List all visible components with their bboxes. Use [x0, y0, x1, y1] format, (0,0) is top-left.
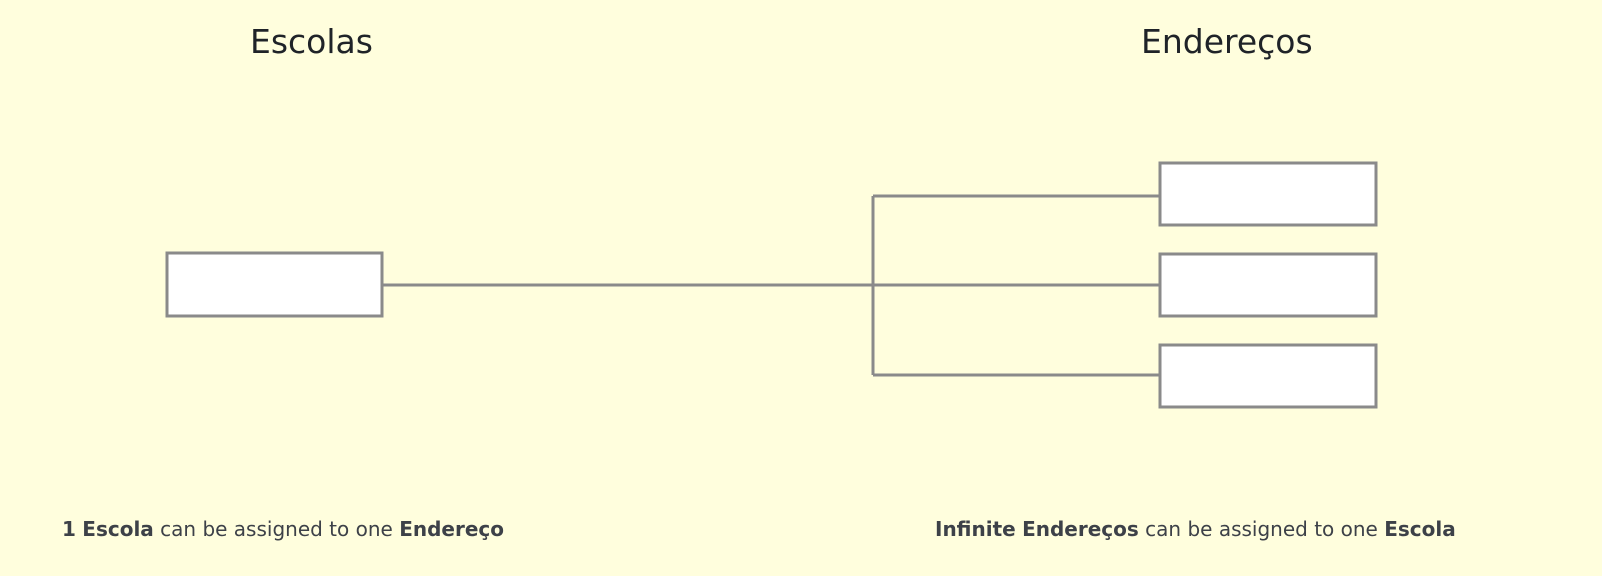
left-caption-entity: Escola [82, 517, 154, 541]
right-relationship-caption: Infinite Endereços can be assigned to on… [935, 516, 1456, 542]
right-entity-heading: Endereços [1141, 22, 1313, 61]
endereco-box-middle [1158, 252, 1378, 318]
right-caption-middle: can be assigned to one [1145, 517, 1378, 541]
escola-box [165, 251, 384, 318]
endereco-box-bottom [1158, 343, 1378, 409]
left-caption-middle: can be assigned to one [160, 517, 393, 541]
left-caption-target: Endereço [399, 517, 505, 541]
endereco-box-top [1158, 161, 1378, 227]
left-entity-heading: Escolas [250, 22, 373, 61]
right-caption-entity: Endereços [1022, 517, 1139, 541]
left-caption-count: 1 [62, 517, 76, 541]
left-relationship-caption: 1 Escola can be assigned to one Endereço [62, 516, 504, 542]
right-caption-target: Escola [1384, 517, 1456, 541]
right-caption-count: Infinite [935, 517, 1016, 541]
